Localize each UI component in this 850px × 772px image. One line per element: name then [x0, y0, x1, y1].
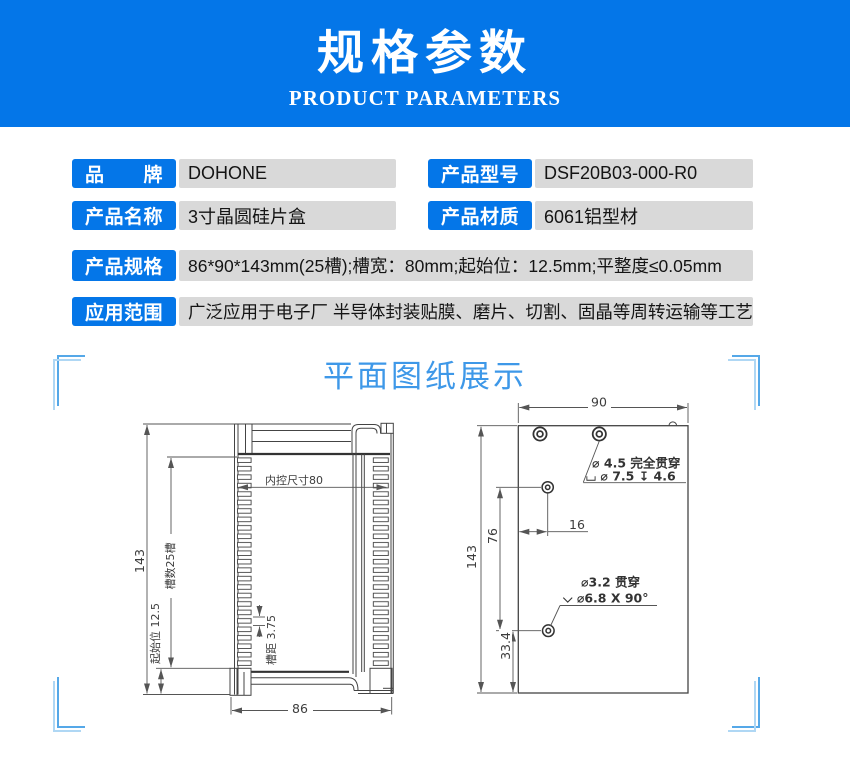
side-dim-bottom: 33.4 — [498, 632, 513, 660]
slot-teeth-right — [372, 457, 390, 669]
front-dim-pitch: 槽距 3.75 — [265, 615, 278, 665]
product-name-value: 3寸晶圆硅片盒 — [179, 201, 396, 230]
corner-bracket-bottom-left-inner — [53, 681, 81, 732]
model-label: 产品型号 — [428, 159, 532, 188]
brand-value: DOHONE — [179, 159, 396, 188]
front-dim-inner: 内控尺寸80 — [265, 473, 323, 487]
side-callout-bottom-line2: ⌵ ⌀6.8 X 90° — [562, 591, 648, 606]
brand-label: 品 牌 — [72, 159, 176, 188]
front-view-drawing: 143 槽数25槽 起始位 12.5 内控尺寸80 槽距 3.75 86 — [132, 422, 394, 716]
corner-bracket-bottom-left — [57, 677, 85, 728]
side-callout-top-line1: ⌀ 4.5 完全贯穿 — [592, 456, 680, 471]
spec-label: 产品规格 — [72, 250, 176, 281]
side-dim-offset: 16 — [569, 517, 585, 532]
corner-bracket-top-left — [57, 355, 85, 406]
side-callout-bottom-line1: ⌀3.2 贯穿 — [581, 575, 640, 590]
header-banner: 规格参数 PRODUCT PARAMETERS — [0, 0, 850, 127]
slot-teeth-left — [237, 457, 252, 669]
front-dim-start: 起始位 12.5 — [148, 603, 162, 664]
application-label: 应用范围 — [72, 297, 176, 326]
page-subtitle: PRODUCT PARAMETERS — [288, 86, 562, 110]
corner-bracket-top-right-inner — [728, 359, 756, 410]
front-dim-slots: 槽数25槽 — [164, 543, 177, 590]
technical-drawings: 143 槽数25槽 起始位 12.5 内控尺寸80 槽距 3.75 86 — [132, 395, 689, 716]
page-title: 规格参数 — [317, 28, 533, 80]
side-dim-height: 143 — [464, 545, 479, 569]
side-view-drawing: 90 143 76 33.4 16 ⌀ 4.5 完全贯穿 ⌴ ⌀ 7.5 ↧ 4… — [464, 395, 689, 694]
corner-bracket-bottom-right-inner — [728, 681, 756, 732]
material-label: 产品材质 — [428, 201, 532, 230]
material-value: 6061铝型材 — [535, 201, 753, 230]
front-dim-width: 86 — [292, 701, 308, 716]
corner-bracket-top-left-inner — [53, 359, 81, 410]
spec-value: 86*90*143mm(25槽);槽宽：80mm;起始位：12.5mm;平整度≤… — [179, 250, 753, 281]
corner-bracket-top-right — [732, 355, 760, 406]
product-name-label: 产品名称 — [72, 201, 176, 230]
side-callout-top-line2: ⌴ ⌀ 7.5 ↧ 4.6 — [586, 469, 676, 484]
front-dim-height: 143 — [132, 549, 147, 573]
side-dim-hole-spacing: 76 — [485, 528, 500, 544]
corner-bracket-bottom-right — [732, 677, 760, 728]
model-value: DSF20B03-000-R0 — [535, 159, 753, 188]
application-value: 广泛应用于电子厂 半导体封装贴膜、磨片、切割、固晶等周转运输等工艺 — [179, 297, 753, 326]
side-dim-width: 90 — [591, 395, 607, 410]
section-title: 平面图纸展示 — [323, 359, 527, 394]
